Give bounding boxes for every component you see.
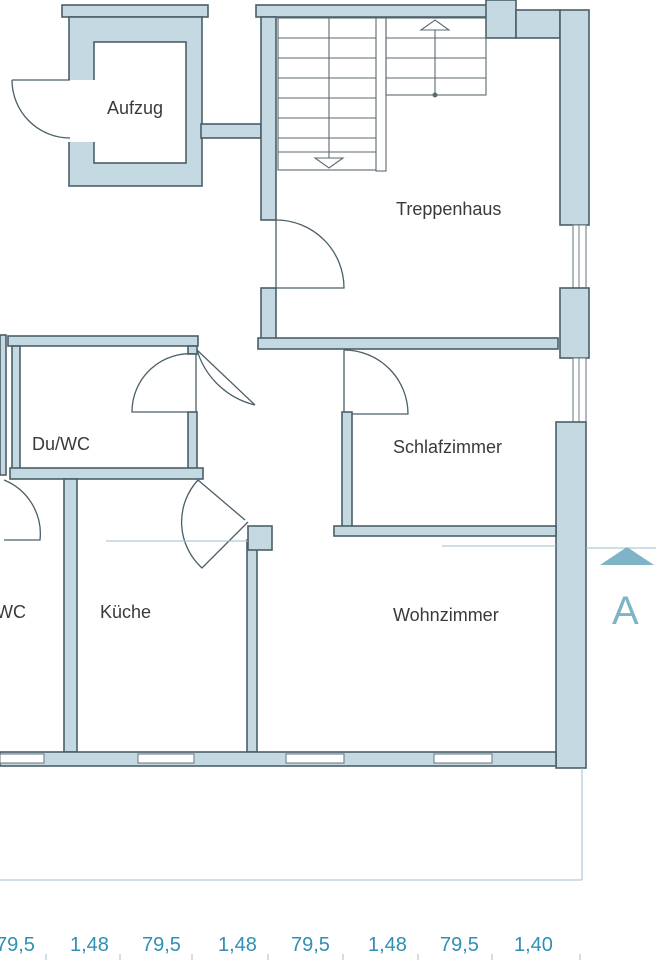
section-marker: A (600, 547, 654, 633)
stairwell-walls (255, 0, 590, 341)
dimension-label: 79,5 (440, 934, 479, 956)
exterior-wall-bottom (0, 751, 557, 767)
room-label-wohnzimmer: Wohnzimmer (393, 605, 499, 625)
dimension-row: 79,5 1,48 79,5 1,48 79,5 1,48 79,5 1,40 (0, 934, 581, 960)
wc-door (3, 479, 41, 541)
elevator-door (11, 79, 71, 139)
exterior-wall-right (555, 224, 590, 769)
dimension-label: 1,48 (70, 934, 109, 956)
room-label-treppenhaus: Treppenhaus (396, 199, 501, 219)
du-wc-door (131, 353, 197, 413)
elevator-shaft (61, 4, 262, 187)
dimension-label: 79,5 (0, 934, 35, 956)
guide-lines (0, 540, 656, 881)
room-label-kueche: Küche (100, 602, 151, 622)
hall-door (196, 349, 256, 406)
room-label-aufzug: Aufzug (107, 98, 163, 118)
stair-flight (277, 17, 487, 172)
dimension-label: 1,48 (218, 934, 257, 956)
room-label-wc: WC (0, 602, 26, 622)
kueche-door (180, 479, 249, 569)
dimension-label: 79,5 (291, 934, 330, 956)
interior-walls (0, 334, 559, 753)
section-arrow-icon (600, 547, 654, 565)
dimension-label: 1,40 (514, 934, 553, 956)
section-marker-label: A (612, 589, 639, 633)
dimension-label: 1,48 (368, 934, 407, 956)
room-label-schlafzimmer: Schlafzimmer (393, 437, 502, 457)
dimension-label: 79,5 (142, 934, 181, 956)
room-label-du-wc: Du/WC (32, 434, 90, 454)
stairwell-door (275, 219, 345, 289)
schlafzimmer-door (343, 349, 409, 415)
